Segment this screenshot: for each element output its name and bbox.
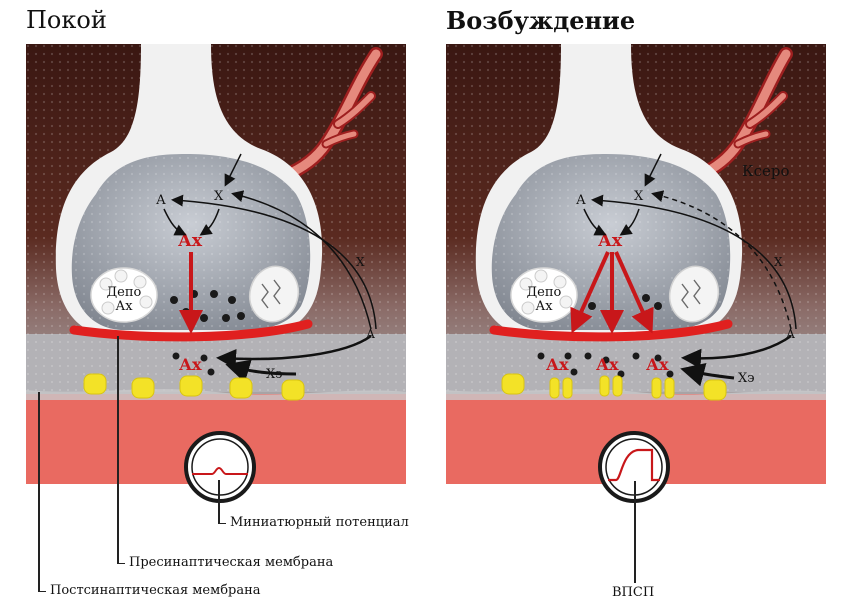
label-Ax-cleft-2: Ах bbox=[596, 355, 619, 374]
depot-label-line2: Ах bbox=[535, 299, 553, 314]
label-Xe: Хэ bbox=[266, 367, 283, 382]
label-X-side: Х bbox=[356, 255, 365, 269]
mitochondrion bbox=[248, 265, 300, 323]
label-Ax-cleft-1: Ах bbox=[546, 355, 569, 374]
mitochondrion bbox=[668, 265, 720, 323]
label-Ax-cleft-3: Ах bbox=[646, 355, 669, 374]
label-X: Х bbox=[214, 189, 224, 204]
label-A: А bbox=[156, 193, 166, 208]
label-Ax: Ах bbox=[178, 231, 203, 251]
release-arrows bbox=[570, 251, 654, 334]
leader-miniature bbox=[218, 480, 220, 524]
presynaptic-membrane bbox=[489, 319, 733, 342]
panel-title-excitation: Возбуждение bbox=[446, 6, 636, 35]
depot-label-line2: Ах bbox=[115, 299, 133, 314]
label-Ax: Ах bbox=[598, 231, 623, 251]
blood-vessel bbox=[277, 47, 383, 183]
acetylcholine-depot: Депо Ах bbox=[90, 267, 158, 323]
depot-label-line1: Депо bbox=[527, 285, 562, 300]
label-X-side: Х bbox=[774, 255, 783, 269]
miniature-potential-display bbox=[184, 431, 256, 503]
synapse-diagram-excitation: Ксеро Депо Ах А Х Ах Х А bbox=[446, 44, 826, 503]
receptors bbox=[83, 373, 305, 401]
postsynaptic-membrane-band bbox=[26, 389, 406, 400]
synapse-diagram-rest: Депо Ах А Х Ах Х А Ах Хэ bbox=[26, 44, 406, 503]
vessel-label: Ксеро bbox=[742, 162, 790, 180]
synaptic-vesicles bbox=[588, 294, 662, 310]
leader-postsynaptic bbox=[38, 392, 40, 592]
label-A-side: А bbox=[786, 327, 795, 341]
label-Xe: Хэ bbox=[738, 371, 755, 386]
blood-vessel bbox=[691, 47, 793, 183]
cleft-vesicles bbox=[172, 352, 215, 376]
callout-presynaptic-membrane: Пресинаптическая мембрана bbox=[129, 555, 334, 570]
label-A-side: А bbox=[366, 327, 375, 341]
label-Ax-cleft: Ах bbox=[179, 355, 202, 374]
callout-miniature-potential: Миниатюрный потенциал bbox=[230, 515, 409, 530]
leader-presynaptic bbox=[117, 336, 119, 564]
callout-epsp: ВПСП bbox=[612, 585, 655, 600]
presynaptic-membrane bbox=[69, 319, 313, 342]
acetylcholine-depot: Депо Ах bbox=[510, 267, 578, 323]
epsp-display bbox=[598, 431, 670, 503]
callout-postsynaptic-membrane: Постсинаптическая мембрана bbox=[50, 583, 261, 598]
postsynaptic-membrane-band bbox=[446, 389, 826, 400]
depot-label-line1: Депо bbox=[107, 285, 142, 300]
receptors bbox=[501, 373, 727, 401]
label-A: А bbox=[576, 193, 586, 208]
label-X: Х bbox=[634, 189, 644, 204]
leader-epsp bbox=[634, 481, 636, 583]
panel-title-rest: Покой bbox=[26, 6, 107, 34]
